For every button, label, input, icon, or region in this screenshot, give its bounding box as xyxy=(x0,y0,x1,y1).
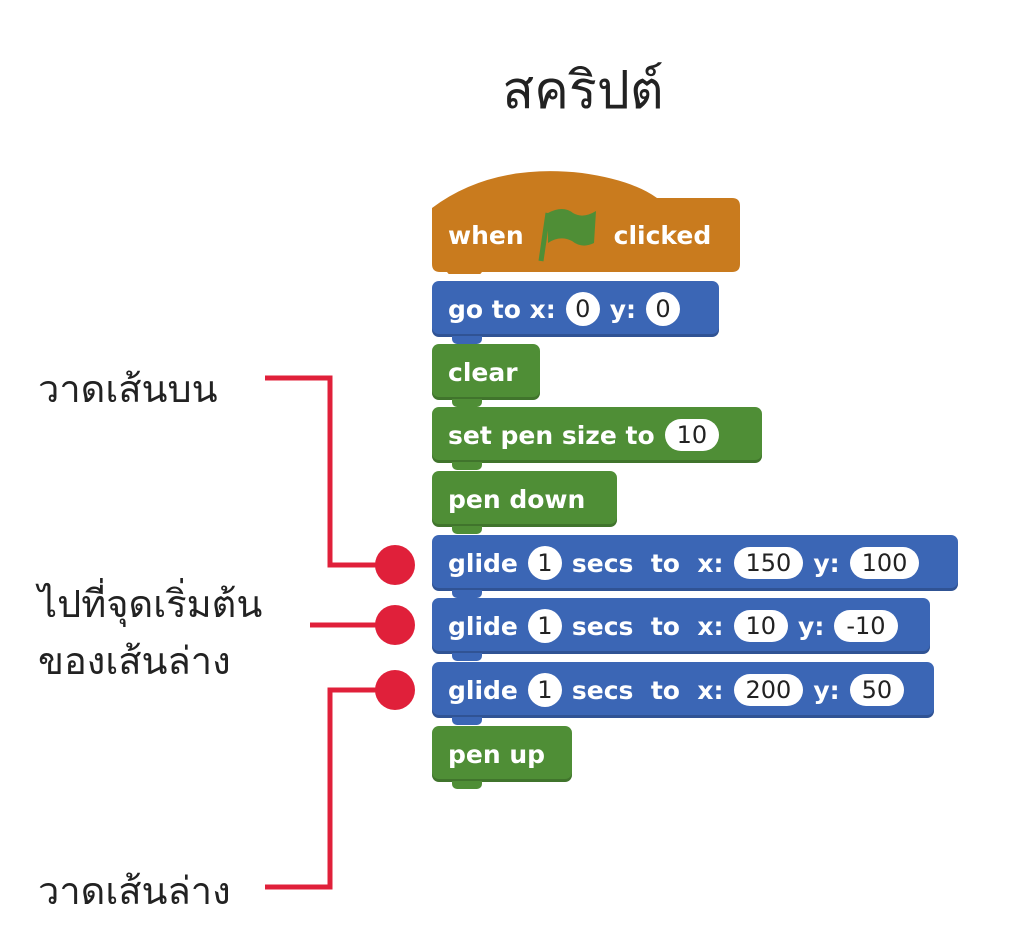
go-to-xy-block[interactable]: go to x: 0 y: 0 xyxy=(432,281,719,344)
x-input[interactable]: 200 xyxy=(733,674,804,706)
y-input[interactable]: 50 xyxy=(849,674,905,706)
pen-size-input[interactable]: 10 xyxy=(664,419,720,451)
glide-block-3[interactable]: glide 1 secs to x: 200 y: 50 xyxy=(432,662,934,725)
block-label: y: xyxy=(798,611,825,641)
y-input[interactable]: -10 xyxy=(834,610,898,642)
pen-down-block[interactable]: pen down xyxy=(432,471,617,534)
block-label: glide xyxy=(448,548,518,578)
clicked-text: clicked xyxy=(613,220,712,250)
green-flag-icon xyxy=(538,209,596,262)
pen-up-block[interactable]: pen up xyxy=(432,726,572,789)
annotation-draw-bottom: วาดเส้นล่าง xyxy=(38,869,231,913)
block-label: pen up xyxy=(448,739,546,769)
secs-input[interactable]: 1 xyxy=(527,546,562,580)
secs-input[interactable]: 1 xyxy=(527,609,562,643)
page-title: สคริปต์ xyxy=(502,61,664,121)
block-label: go to x: xyxy=(448,294,556,324)
x-input[interactable]: 150 xyxy=(733,547,804,579)
glide-block-1[interactable]: glide 1 secs to x: 150 y: 100 xyxy=(432,535,958,598)
secs-input[interactable]: 1 xyxy=(527,673,562,707)
x-input[interactable]: 10 xyxy=(733,610,789,642)
glide-block-2[interactable]: glide 1 secs to x: 10 y: -10 xyxy=(432,598,930,661)
annotation-draw-top: วาดเส้นบน xyxy=(38,367,218,411)
annotation-goto-start-1: ไปที่จุดเริ่มต้น xyxy=(38,582,263,626)
block-label: glide xyxy=(448,675,518,705)
y-input[interactable]: 0 xyxy=(646,292,681,326)
y-input[interactable]: 100 xyxy=(849,547,920,579)
block-label: secs to x: xyxy=(571,675,724,705)
hat-block-content: when clicked xyxy=(448,209,712,262)
x-input[interactable]: 0 xyxy=(565,292,600,326)
connector-draw-top xyxy=(265,375,395,568)
block-label: y: xyxy=(813,548,840,578)
block-label: y: xyxy=(813,675,840,705)
annotation-goto-start-2: ของเส้นล่าง xyxy=(38,639,231,683)
block-label: y: xyxy=(609,294,637,324)
block-label: set pen size to xyxy=(448,420,655,450)
set-pen-size-block[interactable]: set pen size to 10 xyxy=(432,407,762,470)
block-label: secs to x: xyxy=(571,548,724,578)
connector-draw-bottom xyxy=(265,687,395,890)
block-label: glide xyxy=(448,611,518,641)
block-label: secs to x: xyxy=(571,611,724,641)
block-label: clear xyxy=(448,357,518,387)
clear-block[interactable]: clear xyxy=(432,344,540,407)
block-label: pen down xyxy=(448,484,586,514)
when-text: when xyxy=(448,220,524,250)
